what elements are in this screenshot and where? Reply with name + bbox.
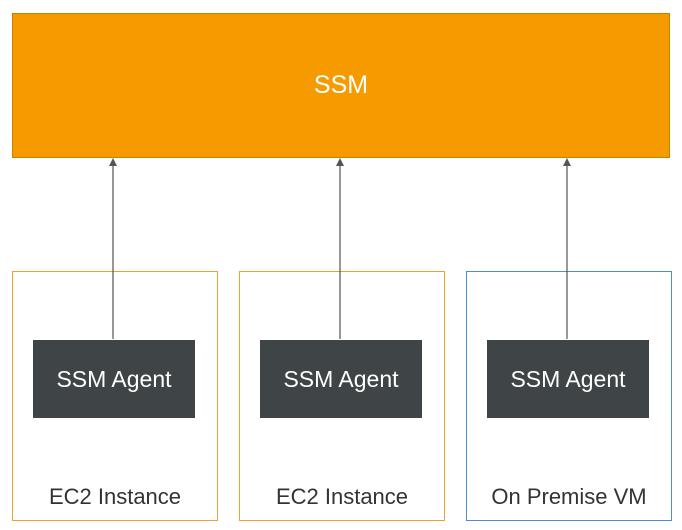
ssm-service-box: SSM — [12, 13, 670, 158]
ssm-agent-box-3: SSM Agent — [487, 340, 649, 418]
ssm-agent-label-3: SSM Agent — [510, 365, 626, 392]
ssm-agent-box-1: SSM Agent — [33, 340, 195, 418]
host-ec2-instance-2: SSM Agent EC2 Instance — [239, 271, 445, 521]
host-on-premise-vm: SSM Agent On Premise VM — [466, 271, 672, 521]
ssm-agent-label-1: SSM Agent — [56, 365, 172, 392]
ssm-label: SSM — [313, 71, 369, 99]
arrowhead-2 — [336, 158, 344, 166]
arrowhead-3 — [563, 158, 571, 166]
ssm-agent-box-2: SSM Agent — [260, 340, 422, 418]
ssm-agent-label-2: SSM Agent — [283, 365, 399, 392]
host-label-2: EC2 Instance — [275, 484, 409, 509]
arrowhead-1 — [109, 158, 117, 166]
host-ec2-instance-1: SSM Agent EC2 Instance — [12, 271, 218, 521]
host-label-1: EC2 Instance — [48, 484, 182, 509]
host-label-3: On Premise VM — [491, 484, 647, 509]
